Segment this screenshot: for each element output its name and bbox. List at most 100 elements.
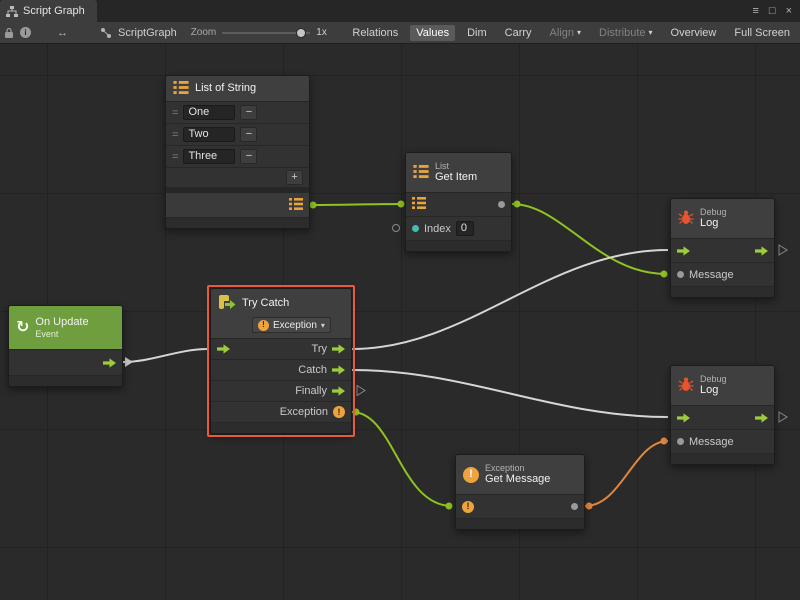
list-item-input[interactable]: Three xyxy=(183,149,236,164)
node-header[interactable]: ↻ On Update Event xyxy=(9,306,122,350)
chevron-down-icon: ▾ xyxy=(320,320,325,330)
window-controls: ≡ □ × xyxy=(752,5,800,17)
graph-tab-icon xyxy=(6,5,18,17)
zoom-slider[interactable] xyxy=(222,27,311,39)
node-on-update[interactable]: ↻ On Update Event xyxy=(8,305,123,387)
message-input-port[interactable] xyxy=(677,438,684,445)
node-header[interactable]: List of String xyxy=(166,76,309,102)
wire-getitem-to-log-message[interactable] xyxy=(511,203,667,275)
node-footer xyxy=(671,287,774,297)
drag-handle-icon[interactable]: = xyxy=(172,150,179,163)
exception-output-port[interactable]: ! xyxy=(333,406,345,418)
flow-output-port[interactable] xyxy=(755,412,768,423)
exception-input-port[interactable]: ! xyxy=(462,500,474,513)
node-title: Log xyxy=(700,384,719,396)
wire-endpoint xyxy=(445,502,453,510)
flow-output-port[interactable] xyxy=(103,357,116,368)
remove-item-button[interactable]: − xyxy=(240,105,258,120)
info-icon[interactable]: i xyxy=(20,27,31,38)
close-icon[interactable]: × xyxy=(785,5,792,17)
node-footer xyxy=(166,218,309,228)
align-dropdown[interactable]: Align ▾ xyxy=(544,25,587,41)
zoom-slider-knob[interactable] xyxy=(296,27,307,38)
flow-row xyxy=(671,239,774,263)
node-get-item[interactable]: List Get Item Index 0 xyxy=(405,152,512,252)
list-input-row xyxy=(406,193,511,217)
overview-button[interactable]: Overview xyxy=(670,26,717,39)
wire-exception-to-getmessage[interactable] xyxy=(351,411,453,507)
wire-catch-to-log-bottom[interactable] xyxy=(351,369,669,418)
message-input-port[interactable] xyxy=(677,271,684,278)
wire-getmessage-to-log-message[interactable] xyxy=(584,440,669,507)
drag-handle-icon[interactable]: = xyxy=(172,128,179,141)
add-item-button[interactable]: + xyxy=(286,170,303,185)
flow-row xyxy=(671,406,774,430)
node-title: Get Item xyxy=(435,171,478,183)
flow-input-port[interactable] xyxy=(217,344,230,354)
unconnected-value-port[interactable] xyxy=(392,224,400,232)
tab-script-graph[interactable]: Script Graph xyxy=(0,0,97,22)
node-debug-log-top[interactable]: Debug Log Message xyxy=(670,198,775,298)
list-output-port[interactable] xyxy=(289,197,303,213)
node-header[interactable]: Try Catch ! Exception ▾ xyxy=(211,289,351,339)
relations-button[interactable]: Relations xyxy=(352,26,399,39)
list-item-input[interactable]: One xyxy=(183,105,236,120)
item-output-port[interactable] xyxy=(498,201,505,208)
graph-toolbar: i ↔ ScriptGraph Zoom 1x Relations Values… xyxy=(0,22,800,44)
remove-item-button[interactable]: − xyxy=(240,149,258,164)
list-item-row: = Two − xyxy=(166,124,309,146)
index-label: Index xyxy=(424,222,451,235)
node-header[interactable]: ! Exception Get Message xyxy=(456,455,584,495)
swap-icon[interactable]: ↔ xyxy=(57,26,68,39)
add-item-row: + xyxy=(166,168,309,188)
wire-endpoint xyxy=(585,502,593,510)
remove-item-button[interactable]: − xyxy=(240,127,258,142)
node-header[interactable]: Debug Log xyxy=(671,366,774,406)
unconnected-flow-port[interactable] xyxy=(356,384,366,397)
finally-row: Finally xyxy=(211,381,351,402)
list-item-input[interactable]: Two xyxy=(183,127,236,142)
distribute-dropdown[interactable]: Distribute ▾ xyxy=(593,25,658,41)
node-try-catch[interactable]: Try Catch ! Exception ▾ Try Catch Finall… xyxy=(207,285,355,437)
try-output-port[interactable] xyxy=(332,344,345,354)
maximize-icon[interactable]: □ xyxy=(768,5,776,17)
dim-button[interactable]: Dim xyxy=(467,26,487,39)
zoom-slider-track[interactable] xyxy=(222,31,311,34)
drag-handle-icon[interactable]: = xyxy=(172,106,179,119)
values-button[interactable]: Values xyxy=(410,24,456,41)
wire-list-to-getitem[interactable] xyxy=(309,203,404,206)
exception-type-dropdown[interactable]: ! Exception ▾ xyxy=(252,317,331,333)
node-get-message[interactable]: ! Exception Get Message ! xyxy=(455,454,585,530)
flow-output-port[interactable] xyxy=(755,245,768,256)
carry-button[interactable]: Carry xyxy=(504,26,532,39)
node-header[interactable]: List Get Item xyxy=(406,153,511,193)
node-list-of-string[interactable]: List of String = One − = Two − = Three −… xyxy=(165,75,310,229)
menu-icon[interactable]: ≡ xyxy=(752,5,759,17)
message-row: Message xyxy=(671,430,774,454)
node-footer xyxy=(9,376,122,386)
node-debug-log-bottom[interactable]: Debug Log Message xyxy=(670,365,775,465)
exception-type-label: Exception xyxy=(273,319,317,331)
flow-input-port[interactable] xyxy=(677,412,690,423)
fullscreen-button[interactable]: Full Screen xyxy=(734,26,790,39)
graph-name[interactable]: ScriptGraph xyxy=(118,26,177,39)
index-input[interactable]: 0 xyxy=(455,221,474,236)
list-item-row: = One − xyxy=(166,102,309,124)
list-input-port[interactable] xyxy=(412,197,426,212)
node-header[interactable]: Debug Log xyxy=(671,199,774,239)
lock-icon[interactable] xyxy=(4,27,14,39)
catch-output-port[interactable] xyxy=(332,365,345,375)
graph-canvas[interactable]: List of String = One − = Two − = Three −… xyxy=(0,44,800,600)
unconnected-flow-port[interactable] xyxy=(778,244,788,256)
wire-try-to-log-top[interactable] xyxy=(351,249,669,350)
wire-onupdate-to-trycatch[interactable] xyxy=(122,348,209,363)
finally-output-port[interactable] xyxy=(332,386,345,396)
unconnected-flow-port[interactable] xyxy=(778,411,788,423)
bug-icon xyxy=(678,209,694,228)
index-input-port[interactable] xyxy=(412,225,419,232)
flow-input-port[interactable] xyxy=(677,245,690,256)
wire-endpoint xyxy=(513,200,521,208)
message-output-port[interactable] xyxy=(571,503,578,510)
node-divider xyxy=(166,188,309,193)
